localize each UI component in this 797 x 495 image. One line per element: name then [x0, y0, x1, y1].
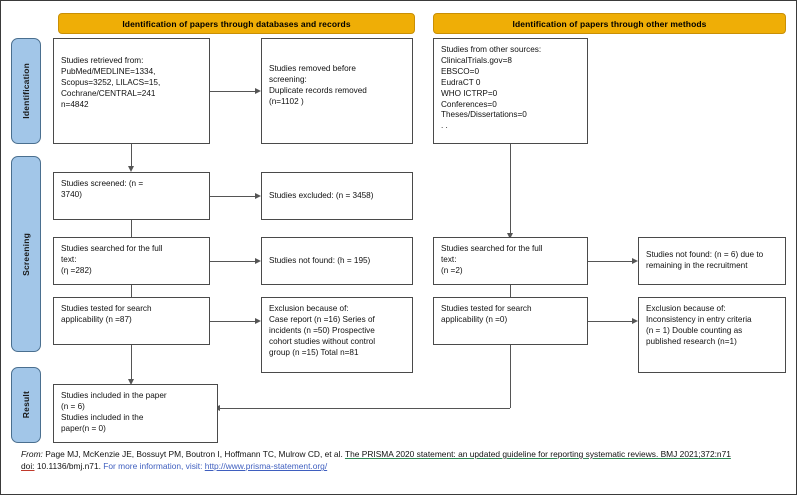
arrow-othersources-to-fulltext-right: [506, 233, 513, 239]
box-studies-included: Studies included in the paper (n = 6) St…: [53, 384, 218, 443]
connector-assessed-to-included: [131, 345, 132, 379]
header-other-methods: Identification of papers through other m…: [433, 13, 786, 34]
footer-doi-value: 10.1136/bmj.n71.: [36, 461, 101, 472]
connector-fulltext-to-notfound-left: [210, 261, 255, 262]
footer-citation-text: The PRISMA 2020 statement: an updated gu…: [344, 449, 731, 459]
box-assessed-right: Studies tested for search applicability …: [433, 297, 588, 345]
footer-line-1: From: Page MJ, McKenzie JE, Bossuyt PM, …: [21, 448, 781, 460]
connector-fulltext-to-notfound-right: [588, 261, 632, 262]
footer-citation: From: Page MJ, McKenzie JE, Bossuyt PM, …: [21, 448, 781, 472]
connector-identified-to-screened: [131, 144, 132, 166]
arrow-screened-to-excluded: [255, 192, 261, 199]
connector-assessed-to-excluded-right: [588, 321, 632, 322]
connector-screened-to-excluded: [210, 196, 255, 197]
header-databases-records: Identification of papers through databas…: [58, 13, 415, 34]
stage-label-result-text: Result: [21, 391, 31, 419]
prisma-statement-link[interactable]: http://www.prisma-statement.org/: [204, 461, 328, 472]
connector-assessed-to-excluded-left: [210, 321, 255, 322]
box-assessed-left: Studies tested for search applicability …: [53, 297, 210, 345]
arrow-assessed-to-excluded-right: [632, 317, 638, 324]
connector-right-to-included-horizontal: [220, 408, 510, 409]
footer-authors: Page MJ, McKenzie JE, Bossuyt PM, Boutro…: [45, 449, 343, 459]
box-records-screened: Studies screened: (n = 3740): [53, 172, 210, 220]
arrow-fulltext-to-notfound-right: [632, 257, 638, 264]
box-excluded-right: Exclusion because of: Inconsistency in e…: [638, 297, 786, 373]
box-other-sources: Studies from other sources: ClinicalTria…: [433, 38, 588, 144]
footer-from-label: From:: [21, 449, 43, 459]
arrow-assessed-to-excluded-left: [255, 317, 261, 324]
footer-doi-label: doi:: [21, 461, 35, 472]
arrow-identified-to-screened: [127, 166, 134, 172]
footer-more-info: For more information, visit:: [103, 461, 203, 472]
connector-fulltext-to-assessed-right: [510, 285, 511, 302]
box-records-identified: Studies retrieved from: PubMed/MEDLINE=1…: [53, 38, 210, 144]
box-fulltext-sought-left: Studies searched for the full text: (η =…: [53, 237, 210, 285]
arrow-identified-to-removed: [255, 87, 261, 94]
arrow-assessed-to-included: [127, 379, 134, 385]
stage-label-result: Result: [11, 367, 41, 443]
box-fulltext-notfound-right: Studies not found: (n = 6) due to remain…: [638, 237, 786, 285]
arrow-fulltext-to-notfound-left: [255, 257, 261, 264]
stage-label-screening: Screening: [11, 156, 41, 352]
box-records-excluded: Studies excluded: (n = 3458): [261, 172, 413, 220]
connector-identified-to-removed: [210, 91, 255, 92]
box-fulltext-sought-right: Studies searched for the full text: (n =…: [433, 237, 588, 285]
footer-line-2: doi: 10.1136/bmj.n71. For more informati…: [21, 460, 781, 472]
connector-screened-to-fulltext-left: [131, 220, 132, 242]
connector-othersources-to-fulltext-right: [510, 144, 511, 233]
box-excluded-left: Exclusion because of: Case report (n =16…: [261, 297, 413, 373]
box-fulltext-notfound-left: Studies not found: (h = 195): [261, 237, 413, 285]
stage-label-screening-text: Screening: [21, 232, 31, 276]
connector-fulltext-to-assessed-left: [131, 285, 132, 302]
connector-right-to-included-vertical: [510, 345, 511, 408]
stage-label-identification-text: Identification: [21, 63, 31, 119]
box-records-removed: Studies removed before screening: Duplic…: [261, 38, 413, 144]
stage-label-identification: Identification: [11, 38, 41, 144]
